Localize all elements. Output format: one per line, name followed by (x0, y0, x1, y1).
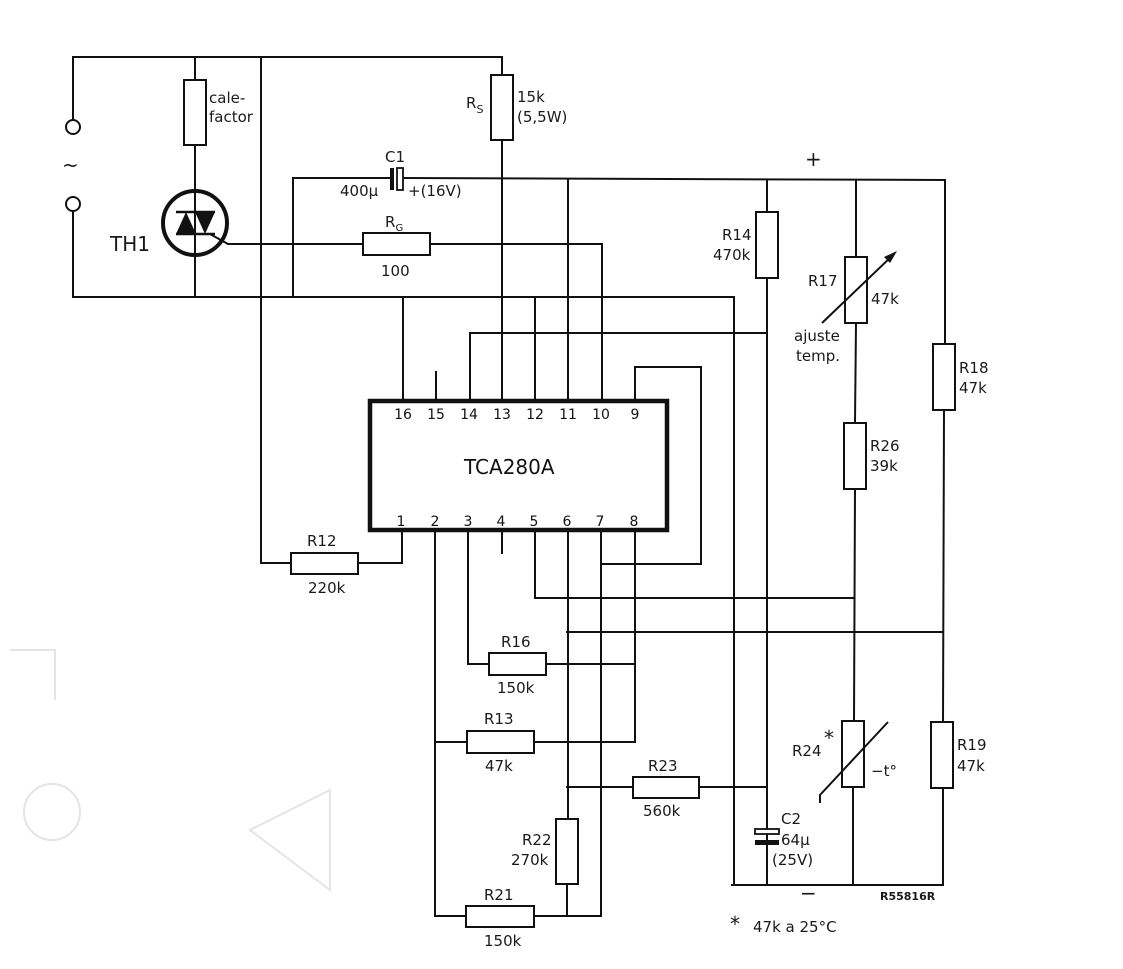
r14-ref: R14 (722, 226, 752, 244)
c1-rating: +(16V) (408, 182, 462, 200)
pin-4: 4 (497, 514, 506, 530)
triac-th1: TH1 (109, 189, 229, 257)
resistor-r21: R21 150k (465, 886, 535, 950)
r24-tc: −t° (871, 762, 897, 780)
capacitor-c2: C2 64µ (25V) (754, 810, 813, 869)
heater-label-1: cale- (209, 89, 245, 107)
terminal-top (65, 119, 81, 135)
rg-value: 100 (381, 262, 410, 280)
r23-ref: R23 (648, 757, 678, 775)
ic-pins-bottom: 1 2 3 4 5 6 7 8 (397, 514, 639, 530)
pin-7: 7 (596, 514, 605, 530)
pin-15: 15 (427, 407, 445, 423)
r19-value: 47k (957, 757, 985, 775)
pin-11: 11 (559, 407, 577, 423)
footnote-text: 47k a 25°C (753, 918, 837, 936)
resistor-r18: R18 47k (932, 343, 989, 411)
c1-ref: C1 (385, 148, 405, 166)
resistor-r22: R22 270k (511, 818, 579, 885)
heater: cale- factor (183, 79, 254, 146)
wire-top-rail (72, 56, 503, 76)
r17-ref: R17 (808, 272, 838, 290)
pin-12: 12 (526, 407, 544, 423)
r17-value: 47k (871, 290, 899, 308)
thermistor-r24: R24 * −t° (792, 720, 897, 803)
r24-asterisk: * (824, 726, 834, 750)
minus-sign: − (800, 881, 817, 905)
r26-ref: R26 (870, 437, 900, 455)
wires (72, 56, 947, 917)
pin-6: 6 (563, 514, 572, 530)
resistor-r14: R14 470k (713, 211, 779, 279)
heater-label-2: factor (209, 108, 254, 126)
rs-value: 15k (517, 88, 545, 106)
pin-2: 2 (431, 514, 440, 530)
background-ghost-artifacts (10, 649, 331, 892)
r24-ref: R24 (792, 742, 822, 760)
r17-note-1: ajuste (794, 327, 840, 345)
pin-14: 14 (460, 407, 478, 423)
r13-value: 47k (485, 757, 513, 775)
pin-1: 1 (397, 514, 406, 530)
pin-16: 16 (394, 407, 412, 423)
ic-pins-top: 16 15 14 13 12 11 10 9 (394, 407, 639, 423)
rg-ref: RG (385, 213, 403, 234)
rs-ref: RS (466, 94, 483, 116)
rs-rating: (5,5W) (517, 108, 567, 126)
footnote-asterisk: * (730, 912, 740, 936)
potentiometer-r17: R17 47k ajuste temp. (794, 251, 899, 365)
r22-value: 270k (511, 851, 549, 869)
ic-name: TCA280A (463, 455, 555, 479)
r18-ref: R18 (959, 359, 989, 377)
c1-value: 400µ (340, 182, 379, 200)
r16-ref: R16 (501, 633, 531, 651)
plus-sign: + (805, 147, 822, 171)
r18-value: 47k (959, 379, 987, 397)
resistor-r12: R12 220k (290, 532, 359, 597)
drawing-id: R55816R (880, 890, 936, 903)
pin-9: 9 (631, 407, 640, 423)
r21-ref: R21 (484, 886, 514, 904)
wire-plus-rail (402, 176, 947, 182)
r14-value: 470k (713, 246, 751, 264)
resistor-r16: R16 150k (488, 633, 547, 697)
ic-tca280a: TCA280A 16 15 14 13 12 11 10 9 1 2 3 4 5… (367, 398, 670, 533)
ac-symbol: ~ (62, 153, 79, 177)
r26-value: 39k (870, 457, 898, 475)
c2-rating: (25V) (772, 851, 813, 869)
pin-5: 5 (530, 514, 539, 530)
r23-value: 560k (643, 802, 681, 820)
pin-3: 3 (464, 514, 473, 530)
resistor-r19: R19 47k (930, 721, 987, 789)
r13-ref: R13 (484, 710, 514, 728)
r12-ref: R12 (307, 532, 337, 550)
c2-ref: C2 (781, 810, 801, 828)
r16-value: 150k (497, 679, 535, 697)
ac-input: ~ (62, 119, 81, 212)
r19-ref: R19 (957, 736, 987, 754)
resistor-rs: RS 15k (5,5W) (466, 74, 567, 141)
r17-note-2: temp. (796, 347, 840, 365)
c2-value: 64µ (781, 831, 810, 849)
resistor-r13: R13 47k (466, 710, 535, 775)
r12-value: 220k (308, 579, 346, 597)
pin-10: 10 (592, 407, 610, 423)
resistor-r26: R26 39k (843, 422, 900, 490)
resistor-rg: RG 100 (362, 213, 431, 280)
terminal-bottom (65, 196, 81, 212)
triac-ref: TH1 (109, 232, 150, 256)
capacitor-c1: C1 400µ +(16V) (340, 148, 462, 200)
r22-ref: R22 (522, 831, 552, 849)
r21-value: 150k (484, 932, 522, 950)
pin-13: 13 (493, 407, 511, 423)
resistor-r23: R23 560k (632, 757, 700, 820)
pin-8: 8 (630, 514, 639, 530)
